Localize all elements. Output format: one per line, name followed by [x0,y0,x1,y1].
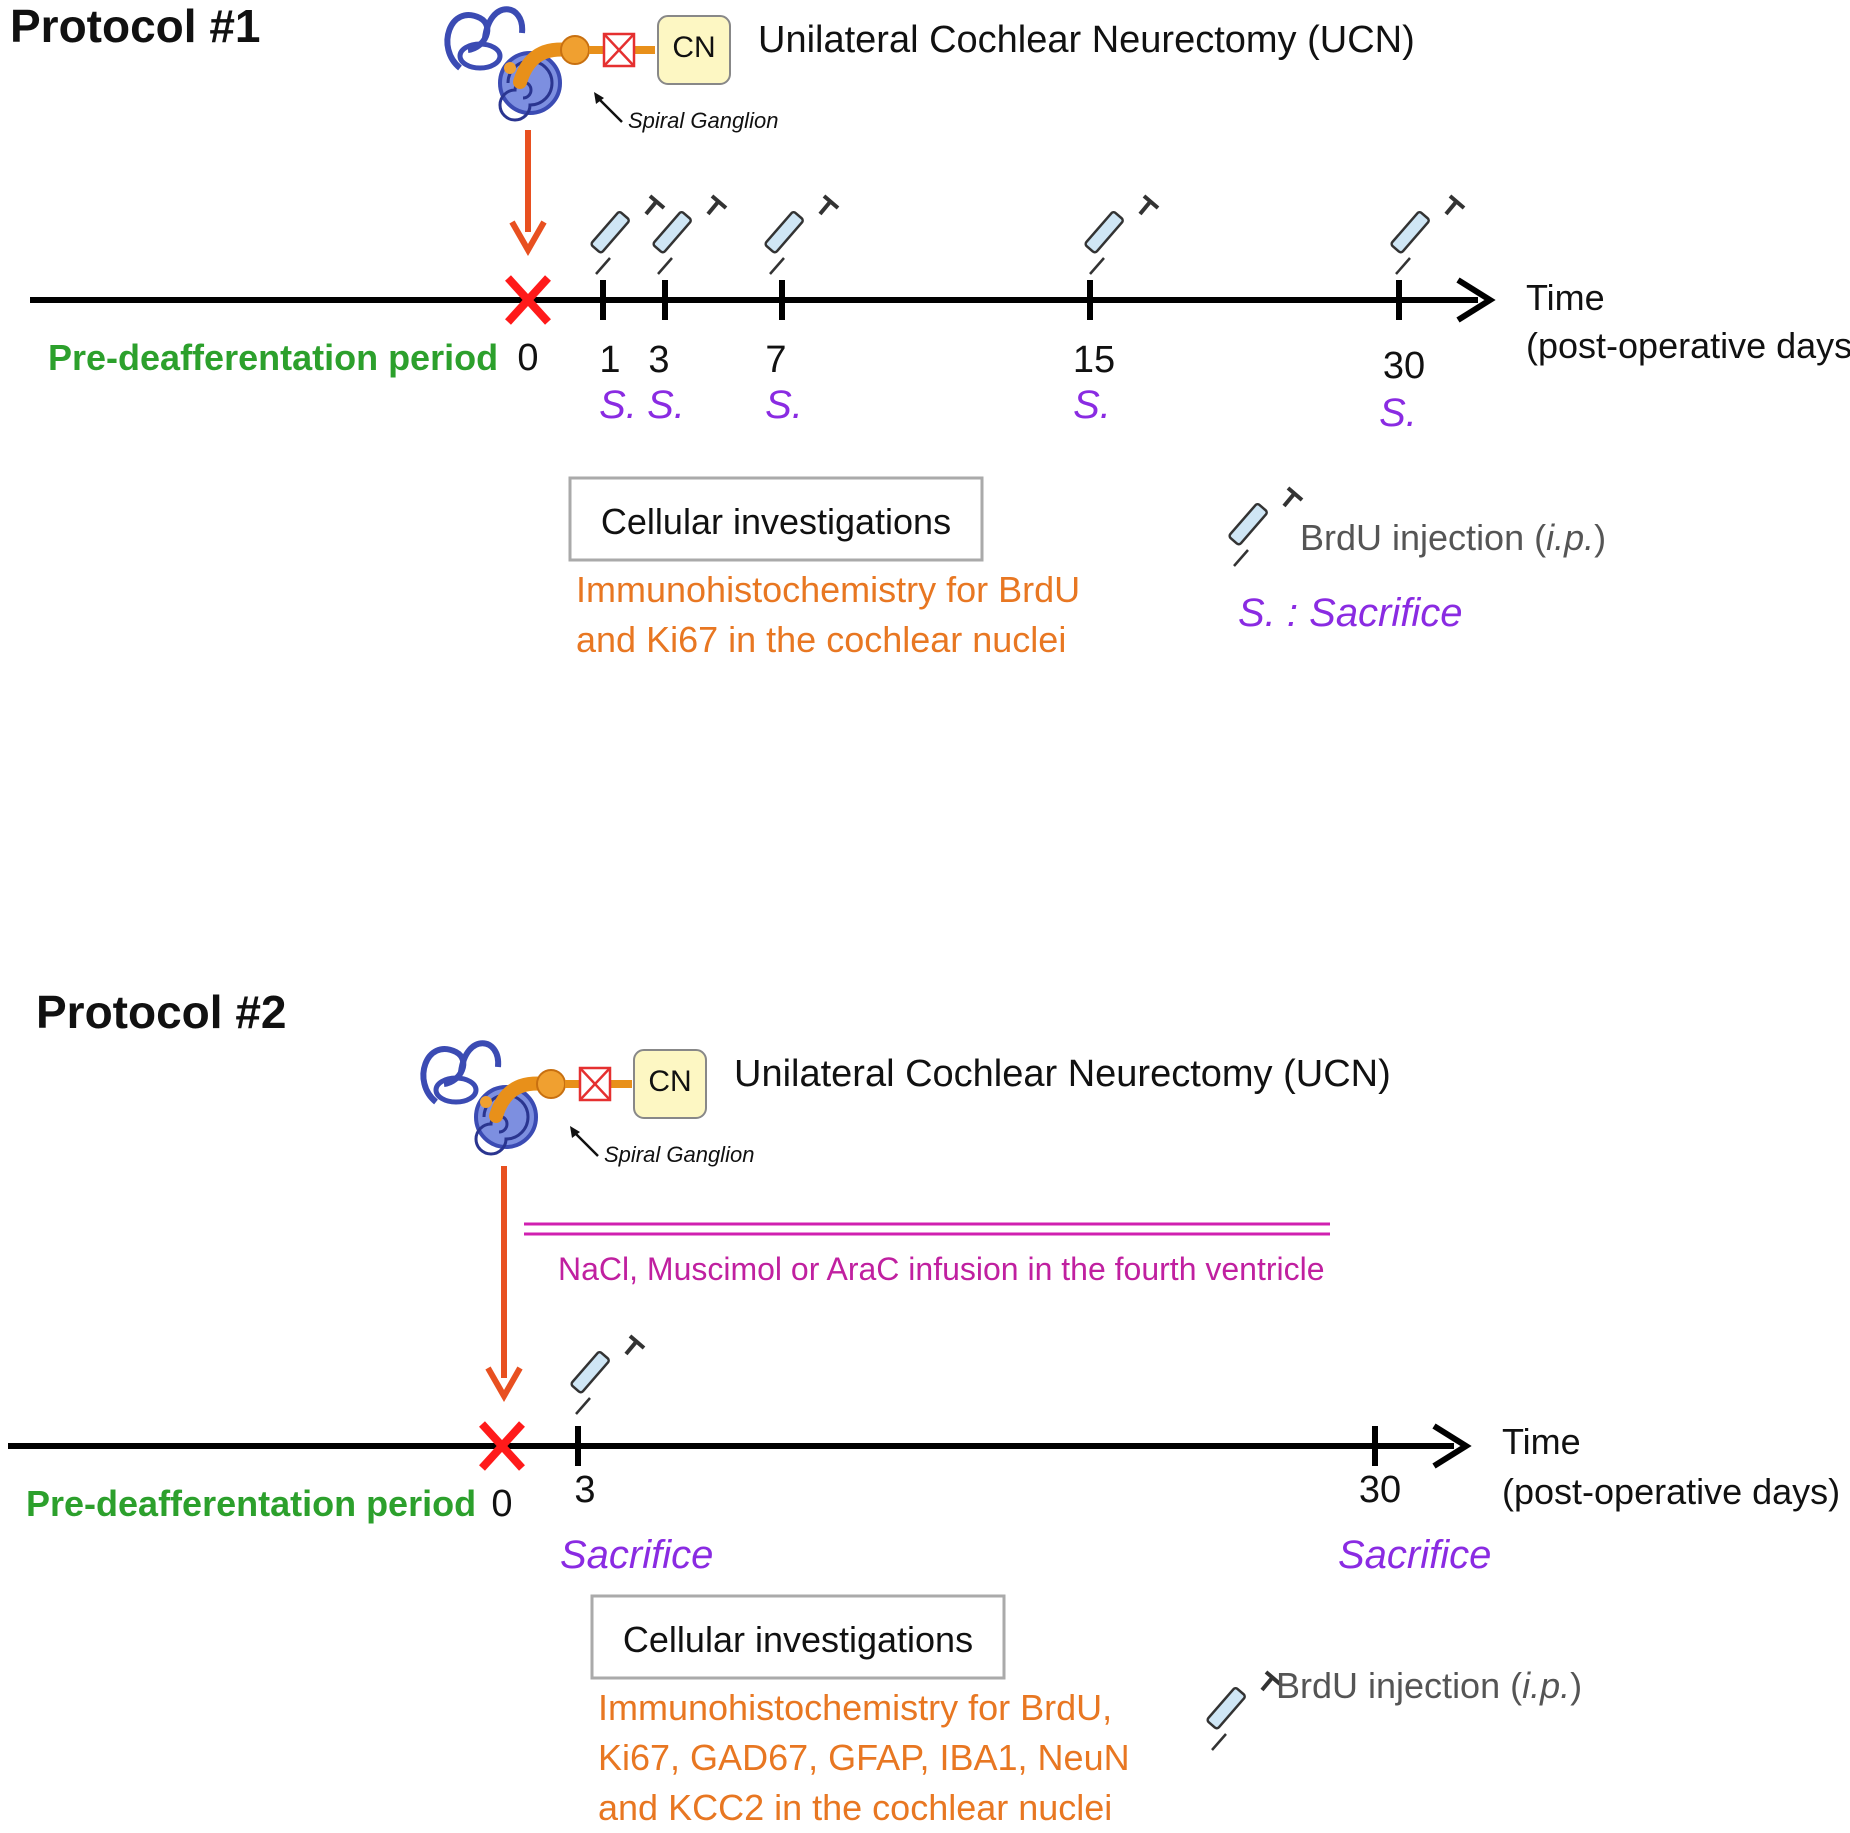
cellular-investigations-box [590,1594,1006,1680]
pre-deafferentation-label: Pre-deafferentation period [48,337,498,378]
time-label: Time [1526,277,1605,318]
timeline-tick: 15 S. [1073,194,1160,427]
spiral-ganglion-label: Spiral Ganglion [604,1142,754,1167]
timeline-arrowhead [1432,1423,1472,1469]
syringe-icon [588,194,666,276]
tick-label: 3 [648,339,669,381]
legend-brdu-label: BrdU injection (i.p.) [1276,1665,1582,1706]
section-cross-icon [602,32,636,68]
cn-box [633,1049,707,1119]
section-cross-icon [479,1421,525,1471]
ihc-line: Immunohistochemistry for BrdU [576,569,1080,610]
section-cross-icon [578,1066,612,1102]
spiral-ganglion-node [560,35,590,65]
cellular-investigations-label: Cellular investigations [623,1619,973,1660]
sg-pointer-head [594,92,604,104]
timeline-tick: 30 Sacrifice [1338,1426,1491,1577]
syringe-icon [762,194,840,276]
cellular-investigations-box [568,476,984,562]
syringe-icon [1082,194,1160,276]
sacrifice-marker: S. [1379,391,1417,435]
timeline-tick: 3 S. [647,194,728,427]
sg-pointer-head [570,1126,580,1138]
cn-label: CN [648,1065,691,1098]
protocol-2: Protocol #2 CN Unilateral Cochlear Neure… [8,986,1840,1828]
timeline-tick: 3 Sacrifice [560,1334,713,1577]
cellular-investigations-label: Cellular investigations [601,501,951,542]
legend-brdu-label: BrdU injection (i.p.) [1300,517,1606,558]
time-unit-label: (post-operative days) [1526,325,1850,366]
ihc-line: and KCC2 in the cochlear nuclei [598,1787,1112,1828]
infusion-label: NaCl, Muscimol or AraC infusion in the f… [558,1251,1325,1287]
timeline-tick: 30 S. [1379,194,1466,435]
tick-label: 7 [765,339,786,381]
syringe-icon [1388,194,1466,276]
ihc-line: and Ki67 in the cochlear nuclei [576,619,1066,660]
tick-label-zero: 0 [517,337,538,379]
protocol-1: Protocol #1 CN Unilateral Cochlear Neure… [10,0,1850,660]
timeline-tick: 1 S. [588,194,666,427]
legend-sacrifice-label: S. : Sacrifice [1238,591,1463,635]
spiral-ganglion-node [536,1069,566,1099]
sacrifice-marker: S. [599,383,637,427]
tick-label: 30 [1383,345,1425,387]
ucn-arrowhead [485,1366,523,1403]
ucn-label: Unilateral Cochlear Neurectomy (UCN) [758,19,1415,61]
time-unit-label: (post-operative days) [1502,1471,1840,1512]
tick-label-zero: 0 [491,1483,512,1525]
cochlea-icon [447,9,560,120]
sacrifice-marker: S. [765,383,803,427]
cochlea-icon [423,1043,536,1154]
tick-label: 3 [574,1469,595,1511]
spiral-ganglion-label: Spiral Ganglion [628,108,778,133]
protocol-2-title: Protocol #2 [36,986,287,1038]
sacrifice-marker: Sacrifice [1338,1533,1491,1577]
tick-label: 15 [1073,339,1115,381]
timeline-tick: 7 S. [762,194,840,427]
protocol-1-title: Protocol #1 [10,0,261,52]
syringe-icon [568,1334,646,1416]
pre-deafferentation-label: Pre-deafferentation period [26,1483,476,1524]
ihc-line: Ki67, GAD67, GFAP, IBA1, NeuN [598,1737,1130,1778]
ucn-label: Unilateral Cochlear Neurectomy (UCN) [734,1053,1391,1095]
sacrifice-marker: Sacrifice [560,1533,713,1577]
time-label: Time [1502,1421,1581,1462]
cn-label: CN [672,31,715,64]
tick-label: 30 [1359,1469,1401,1511]
tick-label: 1 [599,339,620,381]
sacrifice-marker: S. [647,383,685,427]
cn-box [657,15,731,85]
syringe-icon [1204,1670,1282,1752]
syringe-icon [1226,486,1304,568]
ihc-line: Immunohistochemistry for BrdU, [598,1687,1112,1728]
ucn-arrowhead [509,220,547,257]
timeline-arrowhead [1456,277,1496,323]
sacrifice-marker: S. [1073,383,1111,427]
section-cross-icon [505,275,551,325]
